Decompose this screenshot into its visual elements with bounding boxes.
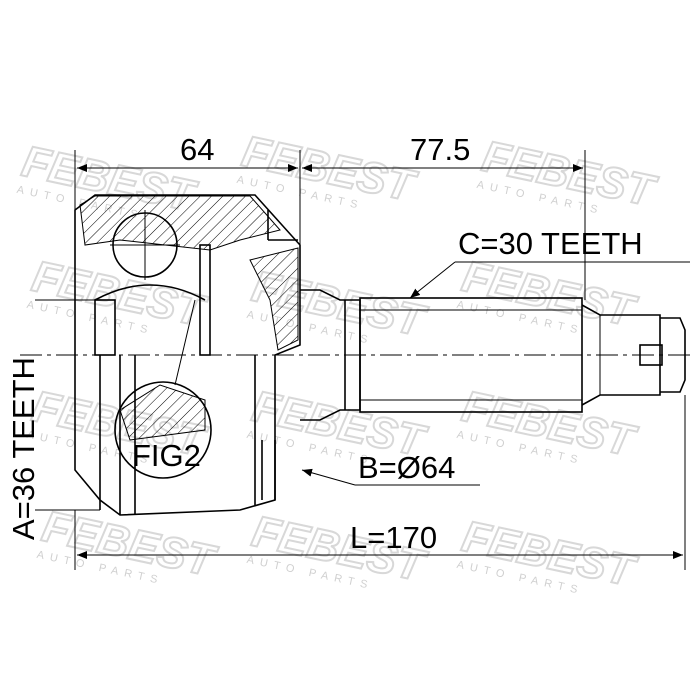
dim-spline-a: A=36 TEETH	[6, 357, 41, 540]
fig2-label: FIG2	[132, 438, 201, 473]
dim-shaft-length: 77.5	[410, 132, 470, 167]
dimension-lines	[35, 150, 690, 570]
shaft	[300, 289, 686, 421]
fig2-detail-circle	[114, 381, 212, 479]
outer-housing	[74, 194, 301, 516]
dim-total-length: L=170	[350, 520, 437, 555]
dim-outer-length: 64	[180, 132, 214, 167]
dim-spline-c: C=30 TEETH	[458, 226, 643, 261]
dim-diameter-b: B=Ø64	[358, 450, 455, 485]
